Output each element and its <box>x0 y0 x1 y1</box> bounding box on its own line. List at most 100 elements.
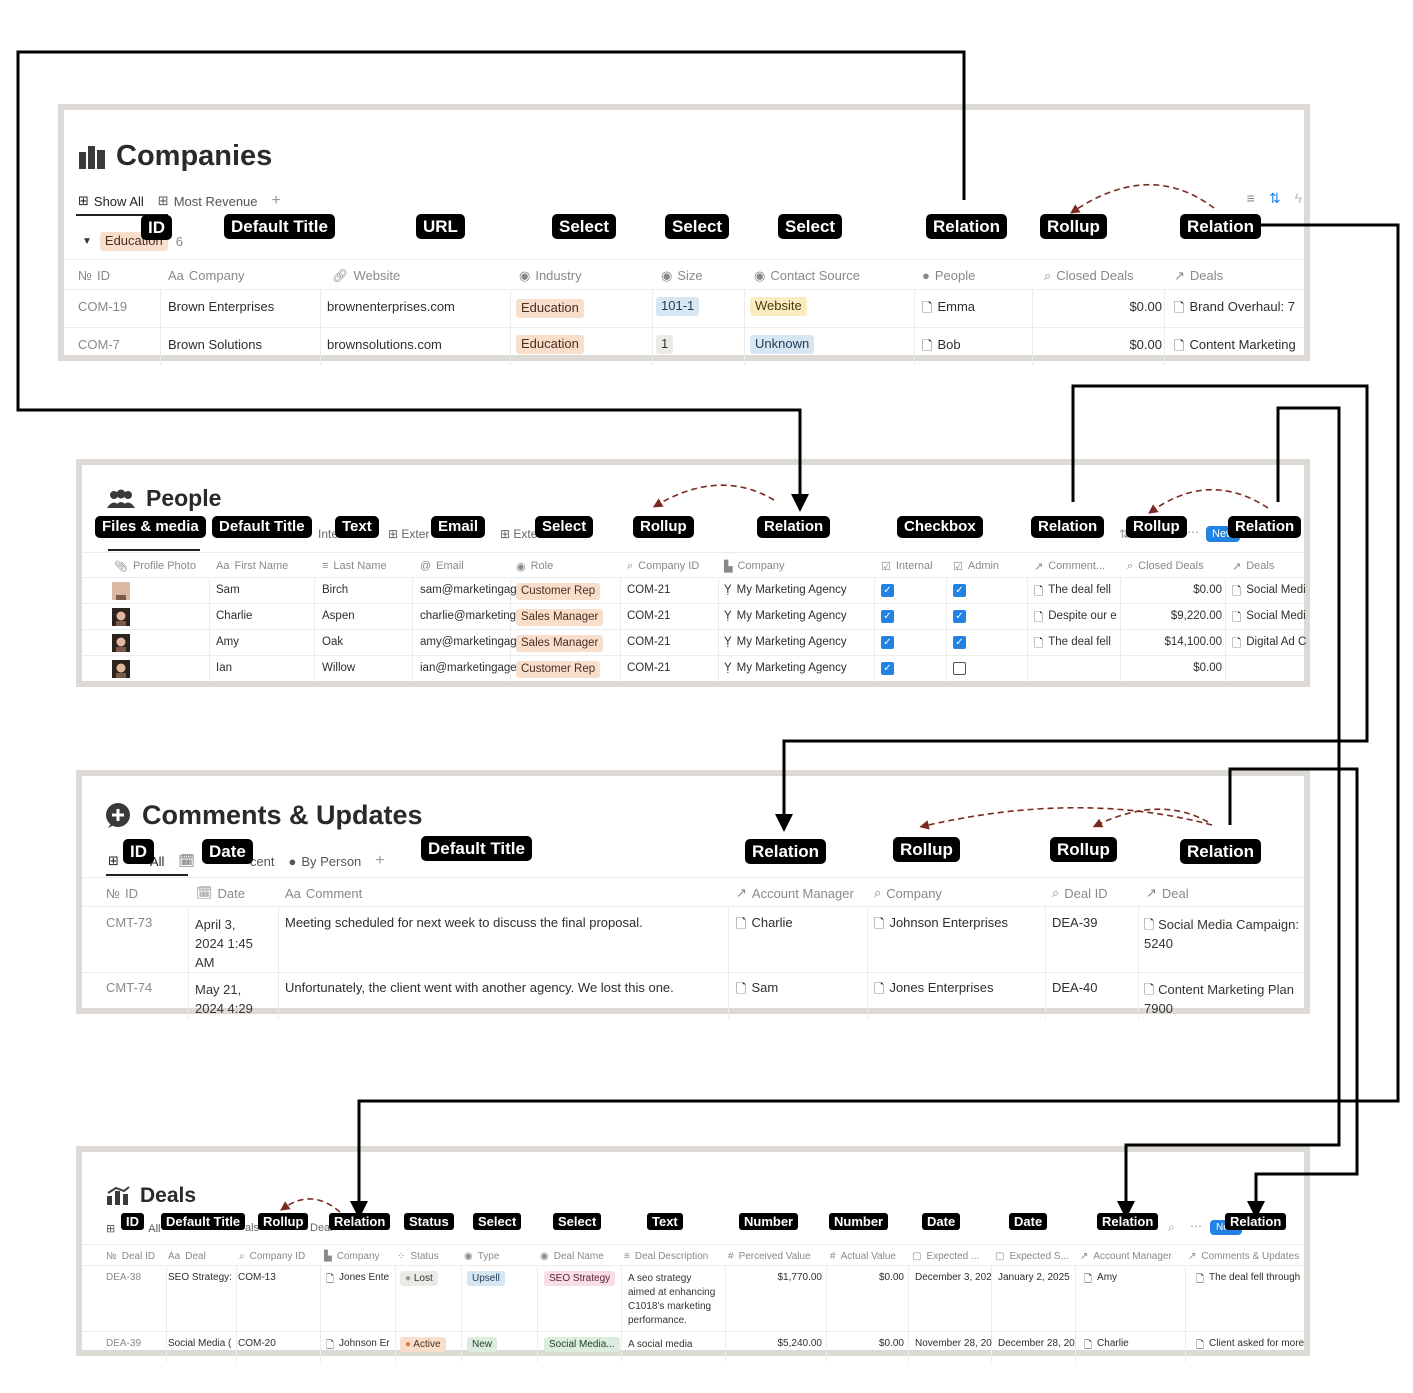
deal-cell[interactable]: 🗋︎ Social Media Campaign: 5240 <box>1144 917 1299 951</box>
comment-link[interactable]: The deal fell <box>1048 636 1111 648</box>
table-row[interactable]: DEA-38 SEO Strategy: COM-13 🗋︎Jones Ente… <box>82 1266 1304 1332</box>
internal-checkbox[interactable]: ✓ <box>881 662 894 675</box>
deal-cell[interactable]: 🗋︎ Content Marketing Plan 7900 <box>1144 982 1294 1016</box>
email-cell[interactable]: amy@marketingag <box>420 636 517 648</box>
table-row[interactable]: Charlie Aspen charlie@marketing Sales Ma… <box>82 604 1306 630</box>
tab-external[interactable]: Exter <box>401 527 430 541</box>
table-row[interactable]: CMT-73 April 3, 2024 1:45 AM Meeting sch… <box>82 907 1304 973</box>
tab-deal[interactable]: Deal <box>310 1222 333 1234</box>
tab-show-all[interactable]: ⊞Show All <box>78 193 144 209</box>
avatar[interactable] <box>112 634 130 652</box>
automation-icon[interactable]: ϟ <box>1294 190 1302 206</box>
table-row[interactable]: Amy Oak amy@marketingag Sales Manager CO… <box>82 630 1307 656</box>
email-cell[interactable]: ian@marketingage <box>420 662 517 674</box>
col-last-name[interactable]: ≡Last Name <box>322 560 387 572</box>
first-name-cell[interactable]: Ian <box>216 662 232 674</box>
col-perceived-value[interactable]: #Perceived Value <box>728 1250 811 1262</box>
tab-most-revenue[interactable]: ⊞Most Revenue <box>157 193 258 209</box>
company-link[interactable]: My Marketing Agency <box>736 636 847 648</box>
deals-link[interactable]: Social Medi <box>1246 584 1306 596</box>
col-expected-close[interactable]: ▢Expected ... <box>912 1250 980 1262</box>
col-closed-deals[interactable]: ⌕Closed Deals <box>1044 267 1134 284</box>
col-people[interactable]: ●People <box>922 268 976 283</box>
role-pill[interactable]: Customer Rep <box>516 583 601 600</box>
size-pill[interactable]: 1 <box>656 335 674 354</box>
size-pill[interactable]: 101-1 <box>656 297 700 316</box>
deal-description-cell[interactable]: A social media <box>628 1339 693 1350</box>
tab-external-2[interactable]: Exte <box>513 527 538 541</box>
add-view-button[interactable]: + <box>375 852 385 869</box>
source-pill[interactable]: Website <box>750 297 807 316</box>
manager-link[interactable]: Charlie <box>751 915 793 930</box>
sort-icon[interactable]: ⇅ <box>1268 190 1281 206</box>
table-row[interactable]: COM-7 Brown Solutions brownsolutions.com… <box>64 328 1304 366</box>
manager-link[interactable]: Amy <box>1097 1272 1118 1283</box>
status-pill[interactable]: ● Lost <box>400 1271 438 1286</box>
manager-link[interactable]: Sam <box>751 980 779 995</box>
add-view-button[interactable]: + <box>271 192 281 209</box>
first-name-cell[interactable]: Amy <box>216 636 239 648</box>
more-icon[interactable]: ⋯ <box>1187 525 1199 539</box>
table-row[interactable]: Sam Birch sam@marketingag Customer Rep C… <box>82 578 1306 604</box>
people-link[interactable]: Emma <box>937 299 976 314</box>
col-company-id[interactable]: ⌕Company ID <box>627 559 700 573</box>
deals-link[interactable]: Content Marketing <box>1189 337 1296 352</box>
first-name-cell[interactable]: Sam <box>216 584 240 596</box>
comments-link[interactable]: Client asked for more <box>1209 1338 1305 1349</box>
col-deal[interactable]: ↗Deal <box>1146 885 1189 901</box>
avatar[interactable] <box>112 582 130 600</box>
manager-link[interactable]: Charlie <box>1097 1338 1129 1349</box>
col-company-id[interactable]: ⌕Company ID <box>239 1250 306 1262</box>
internal-checkbox[interactable]: ✓ <box>881 636 894 649</box>
internal-checkbox[interactable]: ✓ <box>881 584 894 597</box>
col-company[interactable]: ▙Company <box>324 1250 380 1262</box>
col-expected-start[interactable]: ▢Expected S... <box>995 1250 1069 1262</box>
col-profile-photo[interactable]: 📎︎Profile Photo <box>114 560 196 573</box>
col-size[interactable]: ◉Size <box>661 267 703 284</box>
role-pill[interactable]: Customer Rep <box>516 661 601 678</box>
comment-cell[interactable]: Unfortunately, the client went with anot… <box>285 980 674 995</box>
col-account-manager[interactable]: ↗Account Manager <box>736 885 854 901</box>
filter-icon[interactable]: ≡ <box>1246 190 1255 206</box>
company-link[interactable]: Johnson Er <box>339 1338 390 1349</box>
col-deals[interactable]: ↗Deals <box>1174 267 1224 284</box>
first-name-cell[interactable]: Charlie <box>216 610 253 622</box>
avatar[interactable] <box>112 608 130 626</box>
col-date[interactable]: 🗓︎Date <box>196 885 245 901</box>
website-cell[interactable]: brownsolutions.com <box>327 337 442 352</box>
col-deal-description[interactable]: ≡Deal Description <box>624 1250 709 1262</box>
company-link[interactable]: My Marketing Agency <box>736 662 847 674</box>
table-row[interactable]: Ian Willow ian@marketingage Customer Rep… <box>82 656 1304 682</box>
email-cell[interactable]: sam@marketingag <box>420 584 517 596</box>
col-status[interactable]: ⁘Status <box>397 1250 439 1262</box>
deals-link[interactable]: Digital Ad C <box>1246 636 1307 648</box>
col-deals[interactable]: ↗Deals <box>1232 560 1275 573</box>
col-website[interactable]: 🔗︎Website <box>332 267 401 284</box>
col-deal-id[interactable]: ⌕Deal ID <box>1052 885 1108 901</box>
source-pill[interactable]: Unknown <box>750 335 815 354</box>
industry-pill[interactable]: Education <box>516 335 584 354</box>
deal-title-cell[interactable]: SEO Strategy: <box>168 1272 232 1283</box>
col-internal[interactable]: ☑Internal <box>881 560 933 573</box>
deals-link[interactable]: Social Medi <box>1246 610 1306 622</box>
table-row[interactable]: DEA-39 Social Media ( COM-20 🗋︎Johnson E… <box>82 1332 1304 1362</box>
company-link[interactable]: Jones Ente <box>339 1272 390 1283</box>
col-closed-deals[interactable]: ⌕Closed Deals <box>1127 559 1204 573</box>
deal-name-pill[interactable]: SEO Strategy <box>544 1271 616 1286</box>
col-account-manager[interactable]: ↗Account Manager <box>1080 1250 1172 1262</box>
type-pill[interactable]: Upsell <box>467 1271 505 1286</box>
company-link[interactable]: Johnson Enterprises <box>889 915 1008 930</box>
admin-checkbox[interactable]: ✓ <box>953 584 966 597</box>
industry-pill[interactable]: Education <box>516 299 584 318</box>
deal-title-cell[interactable]: Social Media ( <box>168 1338 232 1349</box>
deal-name-pill[interactable]: Social Media... <box>544 1337 620 1352</box>
col-admin[interactable]: ☑Admin <box>953 560 1000 573</box>
role-pill[interactable]: Sales Manager <box>516 609 604 626</box>
